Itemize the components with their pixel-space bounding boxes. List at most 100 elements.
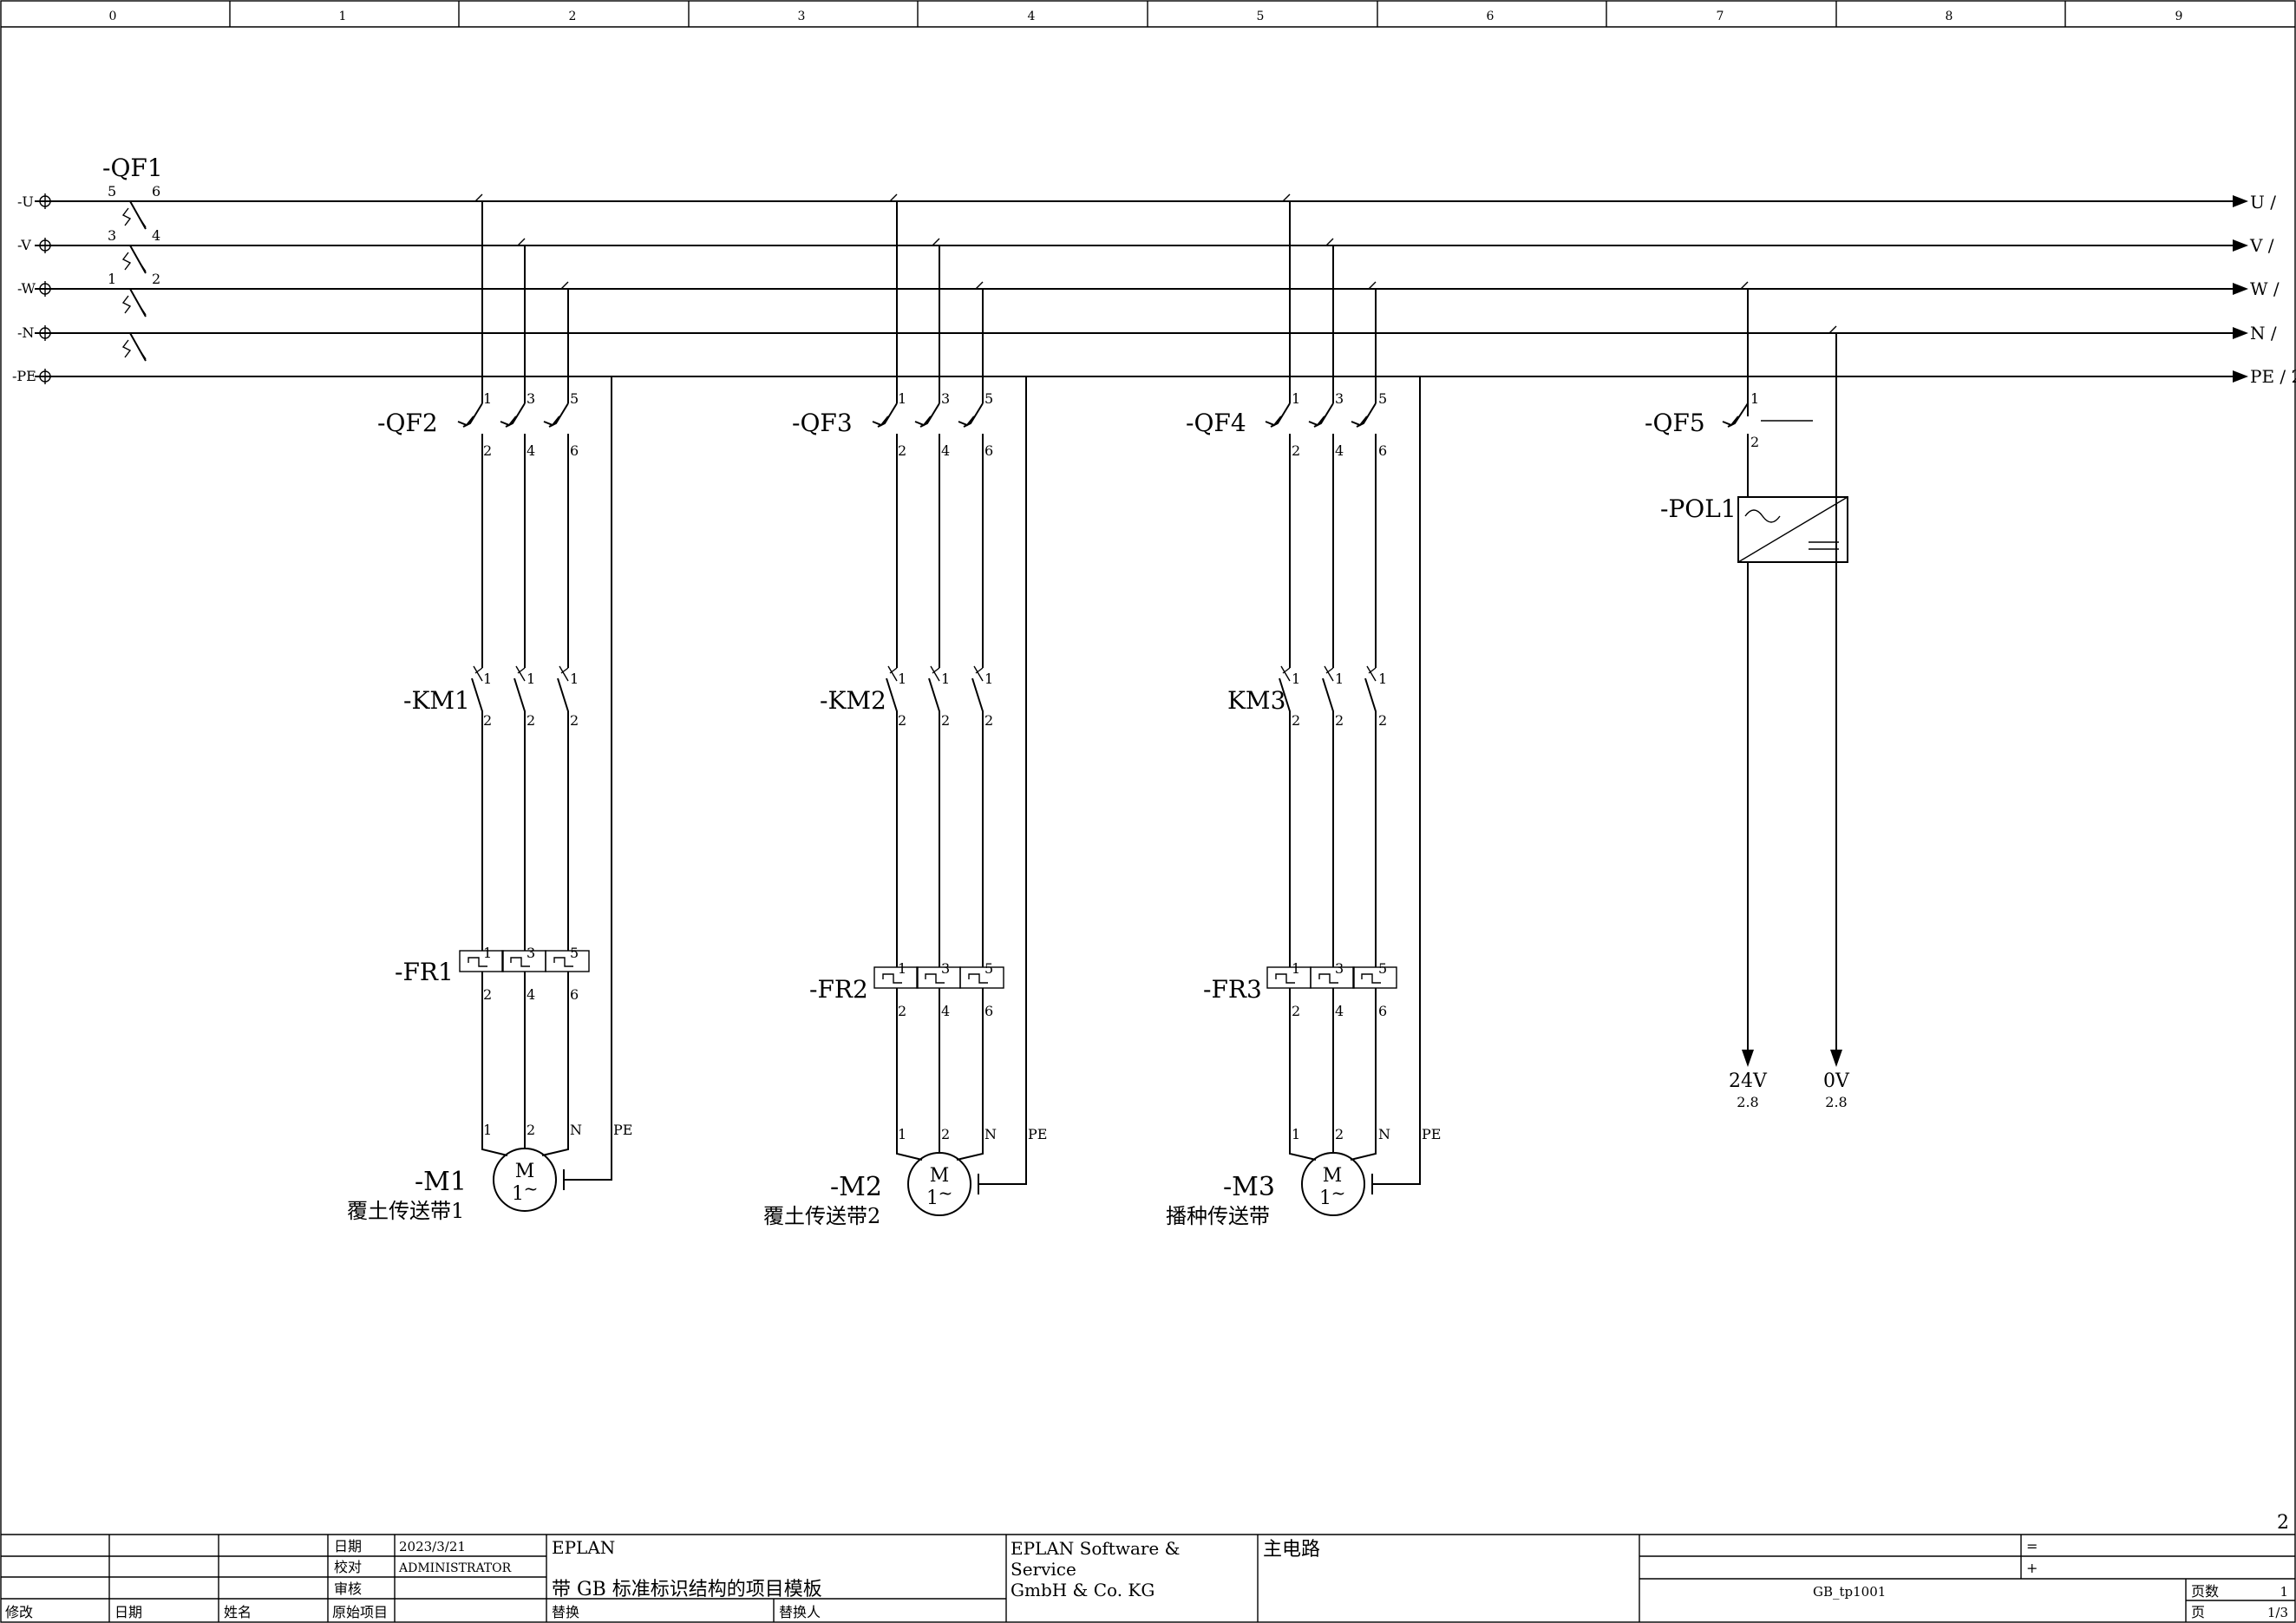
main-breaker-qf1: -QF1 5 6 3 4 1 2: [102, 154, 163, 362]
contactor-km1-label: -KM1: [403, 686, 470, 715]
fr3-pin-t1: 1: [1292, 960, 1300, 977]
qf5-contact: [1722, 402, 1749, 428]
contactor-contact: [1322, 677, 1334, 967]
bus-arrow: [2233, 283, 2248, 295]
fr2-pin-t1: 1: [898, 960, 906, 977]
m1-pin-1: 1: [483, 1122, 492, 1138]
km1-pin-t2: 1: [527, 671, 535, 687]
column-number: 8: [1946, 10, 1953, 23]
tb-page-label: 页: [2191, 1604, 2205, 1620]
junction-jog: [1325, 238, 1334, 246]
m3-pin-1: 1: [1292, 1126, 1300, 1142]
qf1-arrow-line: [138, 304, 147, 316]
bus-label-w: -W: [17, 280, 36, 297]
tb-date-label: 日期: [334, 1538, 362, 1554]
psu-pol1-label: -POL1: [1660, 494, 1737, 523]
column-number: 6: [1487, 10, 1495, 23]
relay-fr2-label: -FR2: [809, 975, 868, 1004]
km1-pin-b3: 2: [570, 712, 579, 729]
circuit-3: -QF4 KM3 -FR3 -M3 播种传送带 1 3 5 2 4 6 1 1 …: [1166, 390, 1441, 1228]
qf1-pin-2: 2: [152, 271, 160, 287]
km2-pin-b3: 2: [984, 712, 993, 729]
junction-jog: [517, 238, 526, 246]
tb-drawing-no: GB_tp1001: [1813, 1584, 1886, 1600]
qf5-pin-top: 1: [1750, 390, 1759, 407]
km2-pin-t2: 1: [941, 671, 950, 687]
tb-replace-label: 替换: [552, 1604, 579, 1620]
junction-jog: [1282, 193, 1291, 202]
breaker-contact: [958, 402, 984, 428]
fr3-pin-t2: 3: [1335, 960, 1344, 977]
pe-wire: [1372, 376, 1421, 1185]
km1-pin-t1: 1: [483, 671, 492, 687]
qf4-pin-b2: 4: [1335, 442, 1344, 459]
contactor-hook: [1366, 665, 1377, 682]
tb-company-line1: EPLAN Software &: [1011, 1538, 1180, 1559]
tb-plus-sign: +: [2026, 1560, 2038, 1576]
relay-bimetal: [468, 957, 487, 967]
bus-lines: [35, 193, 2248, 384]
relay-bimetal: [510, 957, 530, 967]
tb-eq-sign: =: [2026, 1538, 2038, 1554]
tb-original-label: 原始项目: [332, 1604, 388, 1620]
bus-label-n: -N: [17, 324, 34, 341]
qf4-pin-b3: 6: [1378, 442, 1387, 459]
fr1-pin-b1: 2: [483, 986, 492, 1003]
contactor-contact: [1279, 677, 1291, 967]
bus-label-v: -V: [17, 237, 31, 253]
relay-bimetal: [968, 973, 988, 984]
tb-page-count-value: 1: [2280, 1584, 2288, 1600]
m1-symbol-letter: M: [515, 1161, 535, 1182]
km3-pin-b3: 2: [1378, 712, 1387, 729]
qf1-trip-zigzag: [121, 252, 132, 271]
m2-pin-1: 1: [898, 1126, 906, 1142]
tb-replaced-by-label: 替换人: [779, 1604, 821, 1620]
qf1-arrow-line: [138, 348, 147, 360]
tb-company-line2: Service: [1011, 1559, 1076, 1580]
tb-name-label: 姓名: [224, 1604, 252, 1620]
m3-symbol-phase: 1: [1319, 1188, 1331, 1209]
relay-element-box: [459, 950, 504, 972]
qf3-pin-t2: 3: [941, 390, 950, 407]
column-number: 2: [569, 10, 577, 23]
fr1-pin-b3: 6: [570, 986, 579, 1003]
motor-lead: [481, 1119, 508, 1156]
relay-fr3-label: -FR3: [1203, 975, 1262, 1004]
motor-circle: [493, 1148, 557, 1212]
m3-pin-n: N: [1378, 1126, 1390, 1142]
bus-arrow: [2233, 327, 2248, 339]
contactor-contact: [557, 677, 569, 951]
bus-label-pe: -PE: [12, 368, 36, 384]
circuit-2: -QF3 -KM2 -FR2 -M2 覆土传送带2 1 3 5 2 4 6 1 …: [763, 390, 1047, 1228]
qf1-trip-zigzag: [121, 339, 132, 358]
motor-m1-description: 覆土传送带1: [347, 1199, 464, 1223]
qf3-pin-b2: 4: [941, 442, 950, 459]
fr2-pin-t3: 5: [984, 960, 993, 977]
junction-jog: [560, 281, 569, 290]
motor-m2-description: 覆土传送带2: [763, 1204, 880, 1228]
m2-symbol-tilde: ~: [939, 1182, 953, 1203]
contactor-contact: [1364, 677, 1377, 967]
column-number: 7: [1717, 10, 1724, 23]
qf2-pin-b1: 2: [483, 442, 492, 459]
m1-symbol-phase: 1: [512, 1183, 524, 1205]
tb-review-label: 审核: [334, 1580, 362, 1597]
tb-company-short: EPLAN: [552, 1537, 615, 1558]
contactor-hook: [1280, 665, 1291, 682]
bus-target-v: V /: [2249, 235, 2274, 256]
km3-pin-t3: 1: [1378, 671, 1387, 687]
qf1-pin-4: 4: [152, 227, 160, 244]
km2-pin-b2: 2: [941, 712, 950, 729]
motor-circle: [1301, 1152, 1365, 1216]
junction-jog: [1368, 281, 1377, 290]
motor-lead: [1289, 1123, 1317, 1161]
relay-bimetal: [925, 973, 945, 984]
m3-pin-2: 2: [1335, 1126, 1344, 1142]
km2-pin-t3: 1: [984, 671, 993, 687]
column-number: 9: [2175, 10, 2183, 23]
m1-pin-pe: PE: [613, 1122, 632, 1138]
psu-box: [1737, 496, 1848, 563]
bus-arrow: [2233, 370, 2248, 383]
